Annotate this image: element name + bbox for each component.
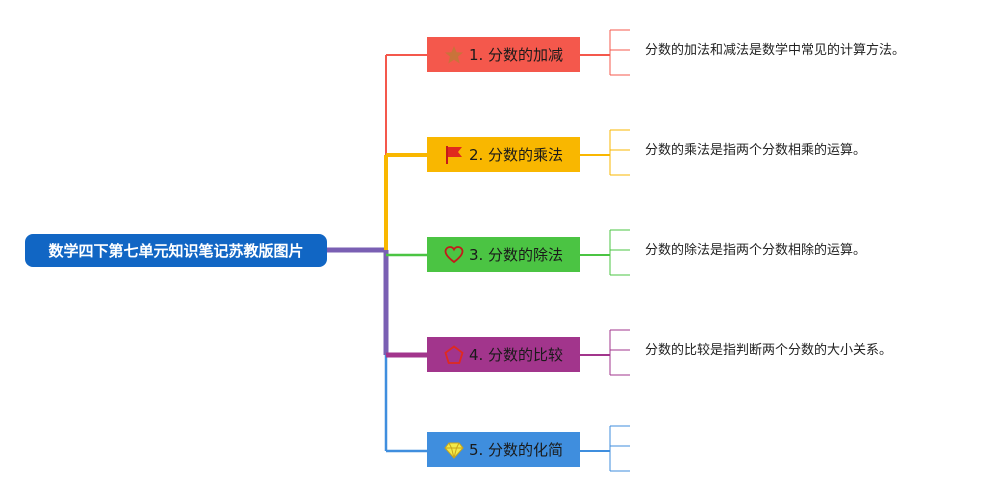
topic-comparison[interactable]: 4. 分数的比较 (427, 337, 580, 372)
flag-icon (444, 145, 464, 165)
note-multiplication: 分数的乘法是指两个分数相乘的运算。 (645, 143, 867, 158)
note-addition-subtraction: 分数的加法和减法是数学中常见的计算方法。 (645, 43, 906, 58)
diamond-icon (444, 440, 464, 460)
topic-division[interactable]: 3. 分数的除法 (427, 237, 580, 272)
topic-addition-subtraction[interactable]: 1. 分数的加减 (427, 37, 580, 72)
topic-label: 1. 分数的加减 (468, 46, 564, 64)
heart-icon (444, 245, 464, 265)
root-topic[interactable]: 数学四下第七单元知识笔记苏教版图片 (25, 234, 327, 267)
topic-simplification[interactable]: 5. 分数的化简 (427, 432, 580, 467)
topic-label: 2. 分数的乘法 (468, 146, 564, 164)
note-division: 分数的除法是指两个分数相除的运算。 (645, 243, 867, 258)
pentagon-icon (444, 344, 464, 365)
note-comparison: 分数的比较是指判断两个分数的大小关系。 (645, 343, 893, 358)
star-icon (444, 45, 464, 65)
topic-label: 4. 分数的比较 (468, 346, 564, 364)
topic-label: 5. 分数的化简 (468, 441, 564, 459)
topic-multiplication[interactable]: 2. 分数的乘法 (427, 137, 580, 172)
topic-label: 3. 分数的除法 (468, 246, 564, 264)
